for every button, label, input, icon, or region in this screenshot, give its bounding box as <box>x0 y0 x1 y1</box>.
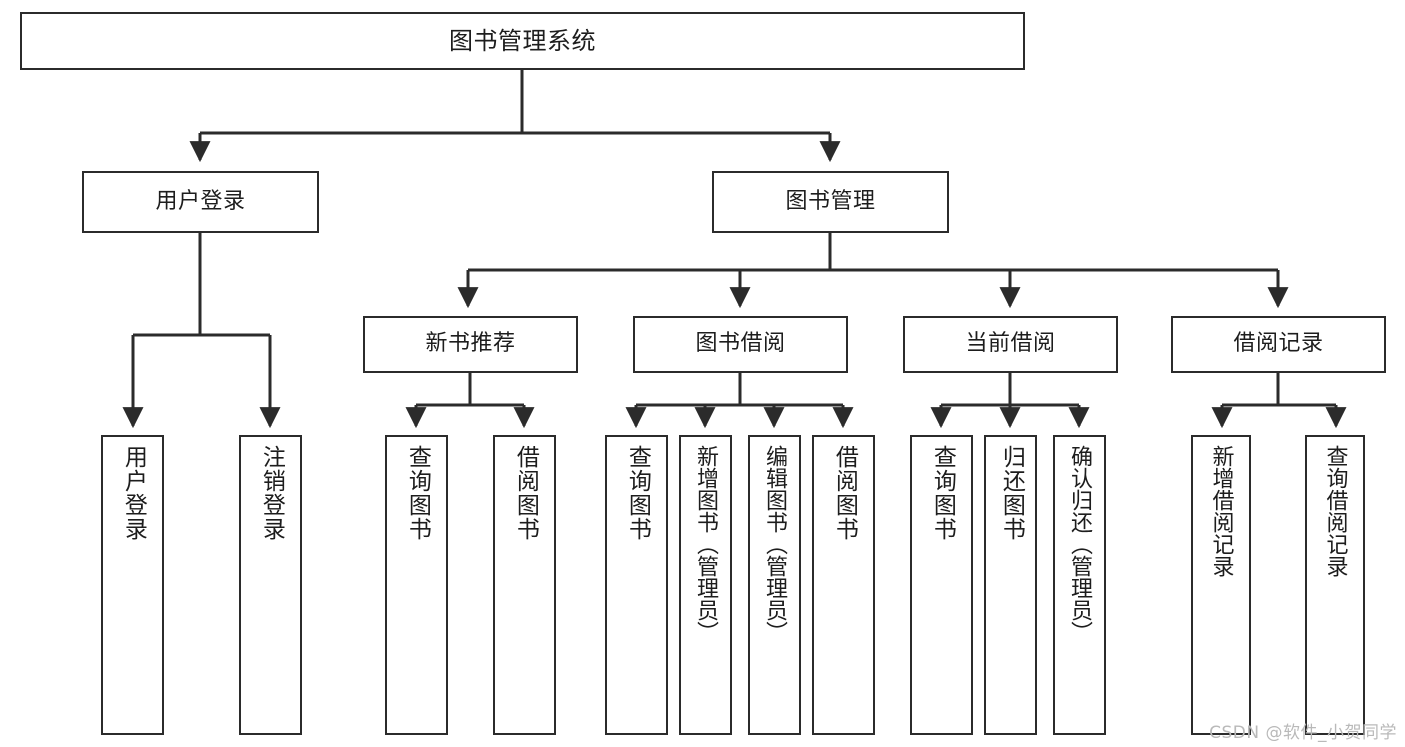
leaf-query-borrow-record[interactable]: 查询借阅记录 <box>1305 435 1365 735</box>
leaf-confirm-return-admin[interactable]: 确认归还（管理员） <box>1053 435 1106 735</box>
node-book-borrow[interactable]: 图书借阅 <box>633 316 848 373</box>
node-label: 当前借阅 <box>965 331 1056 357</box>
node-book-management[interactable]: 图书管理 <box>712 171 949 233</box>
node-label: 借阅记录 <box>1233 331 1324 357</box>
leaf-edit-book-admin[interactable]: 编辑图书（管理员） <box>748 435 801 735</box>
node-label: 新增图书（管理员） <box>693 445 719 643</box>
leaf-borrow-books-borrow[interactable]: 借阅图书 <box>812 435 875 735</box>
watermark-text: CSDN @软件_小贺同学 <box>1209 723 1397 743</box>
node-label: 查询图书 <box>624 445 651 541</box>
node-user-login[interactable]: 用户登录 <box>82 171 319 233</box>
leaf-add-book-admin[interactable]: 新增图书（管理员） <box>679 435 732 735</box>
node-label: 借阅图书 <box>831 445 858 541</box>
leaf-add-borrow-record[interactable]: 新增借阅记录 <box>1191 435 1251 735</box>
leaf-borrow-books-recommend[interactable]: 借阅图书 <box>493 435 556 735</box>
leaf-query-books-recommend[interactable]: 查询图书 <box>385 435 448 735</box>
node-current-borrow[interactable]: 当前借阅 <box>903 316 1118 373</box>
leaf-user-login[interactable]: 用户登录 <box>101 435 164 735</box>
node-label: 确认归还（管理员） <box>1067 445 1093 643</box>
node-label: 图书借阅 <box>695 331 786 357</box>
node-label: 编辑图书（管理员） <box>762 445 788 643</box>
node-label: 新增借阅记录 <box>1208 445 1234 577</box>
node-new-book-recommend[interactable]: 新书推荐 <box>363 316 578 373</box>
node-root-system[interactable]: 图书管理系统 <box>20 12 1025 70</box>
node-label: 新书推荐 <box>425 331 516 357</box>
leaf-query-books-current[interactable]: 查询图书 <box>910 435 973 735</box>
node-label: 查询借阅记录 <box>1322 445 1348 577</box>
node-label: 图书管理系统 <box>449 26 596 55</box>
leaf-return-books[interactable]: 归还图书 <box>984 435 1037 735</box>
node-label: 查询图书 <box>929 445 956 541</box>
node-label: 借阅图书 <box>512 445 539 541</box>
node-label: 图书管理 <box>785 188 876 214</box>
node-borrow-records[interactable]: 借阅记录 <box>1171 316 1386 373</box>
node-label: 用户登录 <box>120 445 147 541</box>
leaf-logout[interactable]: 注销登录 <box>239 435 302 735</box>
node-label: 查询图书 <box>404 445 431 541</box>
node-label: 归还图书 <box>998 445 1025 541</box>
node-label: 用户登录 <box>155 188 246 214</box>
node-label: 注销登录 <box>258 445 285 541</box>
leaf-query-books-borrow[interactable]: 查询图书 <box>605 435 668 735</box>
